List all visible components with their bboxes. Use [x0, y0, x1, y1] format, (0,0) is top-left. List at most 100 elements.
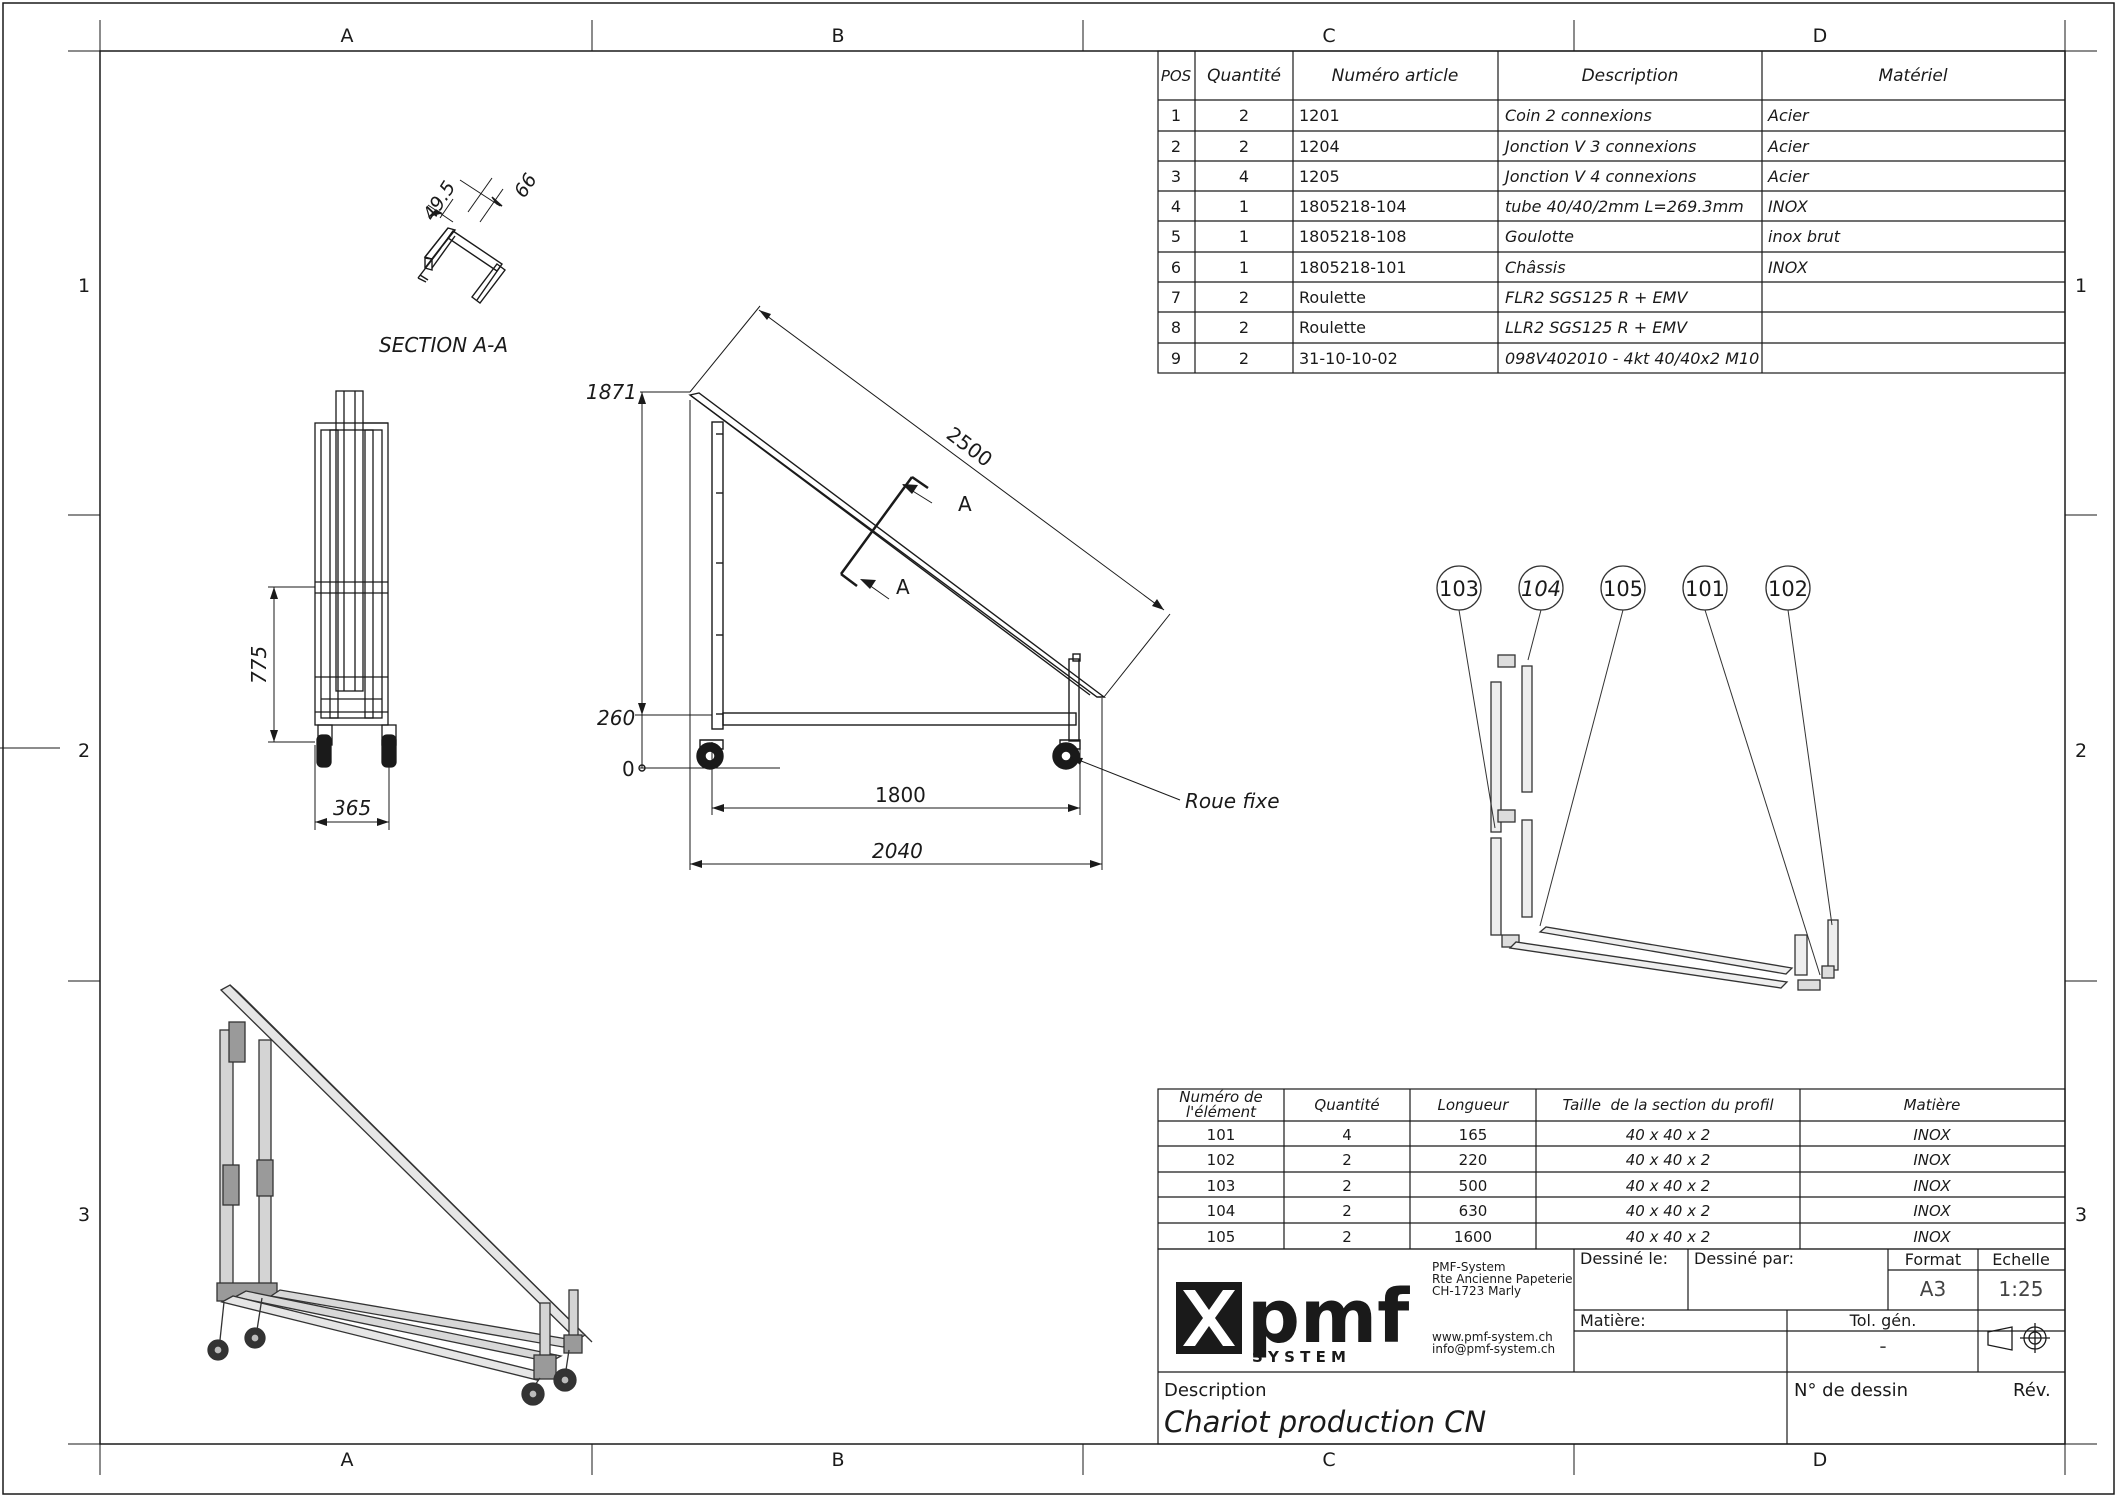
drawn-on-label: Dessiné le: — [1580, 1249, 1668, 1268]
bom-cell-r1-c3: 1201 — [1299, 106, 1340, 125]
format-value: A3 — [1920, 1277, 1946, 1301]
zone-col-a-bottom: A — [341, 1449, 354, 1471]
balloon-label-103: 103 — [1439, 577, 1479, 601]
bill-of-materials: POS Quantité Numéro article Description … — [1157, 50, 2066, 374]
bom-cell-r6-c2: 1 — [1239, 258, 1249, 277]
bom-cell-r5-c2: 1 — [1239, 227, 1249, 246]
end-view — [268, 390, 397, 830]
bom-cell-r2-c3: 1204 — [1299, 137, 1340, 156]
bom-cell-r3-c1: 3 — [1171, 167, 1181, 186]
bom-cell-r8-c4: LLR2 SGS125 R + EMV — [1505, 318, 1688, 337]
cut-list-table: Numéro de l'élément Quantité Longueur Ta… — [1157, 1088, 2066, 1250]
bom-cell-r6-c5: INOX — [1768, 258, 1809, 277]
cut-cell-r2-c4: 40 x 40 x 2 — [1626, 1151, 1711, 1169]
side-dim-0: 0 — [622, 757, 635, 781]
cut-cell-r2-c5: INOX — [1913, 1151, 1951, 1169]
bom-header-pos: POS — [1161, 67, 1192, 85]
cut-cell-r1-c2: 4 — [1342, 1126, 1352, 1144]
bom-cell-r4-c3: 1805218-104 — [1299, 197, 1407, 216]
material-label: Matière: — [1580, 1311, 1646, 1330]
cut-cell-r3-c4: 40 x 40 x 2 — [1626, 1177, 1711, 1195]
bom-cell-r7-c2: 2 — [1239, 288, 1249, 307]
pmf-logo: pmf S Y S T E M — [1176, 1274, 1410, 1366]
bom-cell-r2-c4: Jonction V 3 connexions — [1502, 137, 1696, 156]
section-dim-49-5: 49.5 — [419, 177, 460, 224]
bom-cell-r7-c3: Roulette — [1299, 288, 1366, 307]
bom-cell-r3-c3: 1205 — [1299, 167, 1340, 186]
bom-header-material: Matériel — [1878, 66, 1947, 86]
balloon-label-105: 105 — [1603, 577, 1643, 601]
cut-header-element-2: l'élément — [1186, 1103, 1257, 1121]
end-view-dim-775: 775 — [247, 646, 271, 684]
zone-col-d-bottom: D — [1813, 1449, 1828, 1471]
zone-row-2-right: 2 — [2075, 740, 2087, 762]
section-marker-a-top: A — [958, 492, 972, 516]
bom-cell-r5-c5: inox brut — [1768, 227, 1841, 246]
side-view — [635, 305, 1181, 870]
revision-label: Rév. — [2013, 1380, 2051, 1401]
company-email: info@pmf-system.ch — [1432, 1342, 1555, 1356]
logo-text: pmf — [1247, 1274, 1410, 1360]
balloon-label-102: 102 — [1768, 577, 1808, 601]
cut-cell-r2-c3: 220 — [1459, 1151, 1488, 1169]
side-dim-260: 260 — [597, 706, 635, 730]
bom-cell-r5-c1: 5 — [1171, 227, 1181, 246]
cut-cell-r4-c3: 630 — [1459, 1202, 1488, 1220]
section-a-a-view — [417, 177, 506, 304]
cut-header-element-1: Numéro de — [1179, 1088, 1262, 1106]
side-dim-1871: 1871 — [586, 380, 637, 404]
balloon-label-104: 104 — [1521, 577, 1561, 601]
zone-row-2-left: 2 — [78, 740, 90, 762]
cut-header-material: Matière — [1904, 1096, 1961, 1114]
bom-cell-r9-c1: 9 — [1171, 349, 1181, 368]
cut-cell-r1-c3: 165 — [1459, 1126, 1488, 1144]
cut-cell-r3-c2: 2 — [1342, 1177, 1352, 1195]
tolerance-value: - — [1879, 1334, 1886, 1358]
zone-col-b-bottom: B — [831, 1449, 844, 1471]
bom-cell-r5-c3: 1805218-108 — [1299, 227, 1407, 246]
bom-cell-r4-c1: 4 — [1171, 197, 1181, 216]
tolerance-label: Tol. gén. — [1849, 1311, 1917, 1330]
bom-cell-r3-c2: 4 — [1239, 167, 1249, 186]
bom-cell-r1-c2: 2 — [1239, 106, 1249, 125]
bom-cell-r8-c1: 8 — [1171, 318, 1181, 337]
scale-label: Echelle — [1992, 1250, 2050, 1269]
cut-cell-r4-c1: 104 — [1207, 1202, 1236, 1220]
bom-header-qty: Quantité — [1207, 66, 1281, 86]
bom-cell-r2-c2: 2 — [1239, 137, 1249, 156]
drawn-by-label: Dessiné par: — [1694, 1249, 1794, 1268]
side-dim-1800: 1800 — [875, 783, 926, 807]
zone-row-1-left: 1 — [78, 275, 90, 297]
cut-cell-r4-c4: 40 x 40 x 2 — [1626, 1202, 1711, 1220]
bom-cell-r2-c5: Acier — [1767, 137, 1810, 156]
bom-cell-r2-c1: 2 — [1171, 137, 1181, 156]
zone-col-c-bottom: C — [1322, 1449, 1335, 1471]
bom-cell-r6-c4: Châssis — [1505, 258, 1566, 277]
cut-cell-r2-c1: 102 — [1207, 1151, 1236, 1169]
bom-cell-r6-c3: 1805218-101 — [1299, 258, 1407, 277]
side-dim-2500: 2500 — [942, 422, 997, 472]
zone-col-c-top: C — [1322, 25, 1335, 47]
description-label: Description — [1164, 1380, 1267, 1401]
section-dim-99: 99 — [509, 169, 541, 201]
cut-cell-r5-c3: 1600 — [1454, 1228, 1492, 1246]
description-value: Chariot production CN — [1164, 1405, 1486, 1439]
bom-cell-r7-c1: 7 — [1171, 288, 1181, 307]
bom-cell-r6-c1: 6 — [1171, 258, 1181, 277]
cut-cell-r5-c1: 105 — [1207, 1228, 1236, 1246]
company-line-1: PMF-System — [1432, 1260, 1506, 1274]
cut-cell-r1-c1: 101 — [1207, 1126, 1236, 1144]
bom-header-article: Numéro article — [1332, 66, 1459, 86]
cut-header-qty: Quantité — [1314, 1096, 1379, 1114]
zone-row-3-left: 3 — [78, 1204, 90, 1226]
cut-cell-r3-c3: 500 — [1459, 1177, 1488, 1195]
bom-cell-r5-c4: Goulotte — [1505, 227, 1574, 246]
end-view-dim-365: 365 — [333, 796, 371, 820]
cut-cell-r5-c4: 40 x 40 x 2 — [1626, 1228, 1711, 1246]
section-a-a-title: SECTION A-A — [379, 333, 508, 357]
company-line-2: Rte Ancienne Papeterie — [1432, 1272, 1573, 1286]
cut-cell-r1-c5: INOX — [1913, 1126, 1951, 1144]
cut-cell-r3-c5: INOX — [1913, 1177, 1951, 1195]
format-label: Format — [1905, 1250, 1961, 1269]
cut-header-section: Taille de la section du profil — [1562, 1096, 1774, 1114]
